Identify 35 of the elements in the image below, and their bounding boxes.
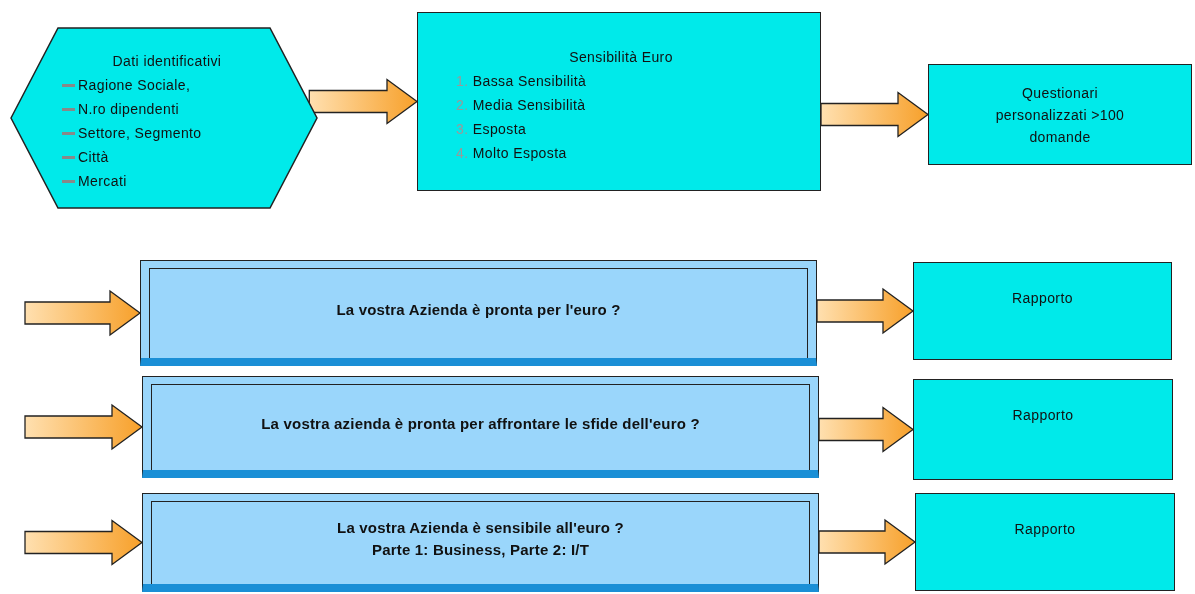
list-item: Mercati — [62, 169, 272, 193]
list-item: 4. Molto Esposta — [456, 144, 568, 163]
block-arrow — [308, 78, 419, 125]
box-text: Rapporto — [1012, 406, 1074, 425]
list-item: 1. Bassa Sensibilità — [456, 72, 588, 91]
list-item: N.ro dipendenti — [62, 97, 272, 121]
box-text: Parte 1: Business, Parte 2: I/T — [371, 540, 590, 560]
box-text: Questionari personalizzati >100 domande — [994, 83, 1126, 147]
box-text: Rapporto — [1014, 520, 1076, 539]
box-text: Rapporto — [1012, 289, 1073, 308]
heading-text: Sensibilità Euro — [568, 48, 674, 67]
list-item: Settore, Segmento — [62, 121, 272, 145]
list-item: Città — [62, 145, 272, 169]
block-arrow — [818, 406, 915, 453]
list-item: 2. Media Sensibilità — [456, 96, 587, 115]
process-box — [915, 493, 1175, 591]
bevel-box — [142, 376, 819, 478]
box-text: La vostra Azienda è sensibile all'euro ? — [337, 518, 624, 538]
heading-text: Dati identificativi — [111, 52, 223, 71]
list-item: Ragione Sociale, — [62, 73, 272, 97]
list-item: 3. Esposta — [456, 120, 528, 139]
box-text: La vostra Azienda è pronta per l'euro ? — [336, 299, 621, 320]
process-box — [913, 379, 1173, 480]
bevel-box — [140, 260, 817, 366]
process-box — [417, 12, 821, 191]
block-arrow — [24, 403, 144, 451]
block-arrow — [820, 91, 930, 138]
bevel-box — [142, 493, 819, 592]
process-box — [913, 262, 1172, 360]
block-arrow — [818, 518, 917, 566]
box-text: La vostra azienda è pronta per affrontare le sfide dell'euro ? — [261, 413, 700, 434]
block-arrow — [24, 289, 142, 337]
process-box — [928, 64, 1192, 165]
block-arrow — [816, 287, 915, 335]
block-arrow — [24, 519, 144, 566]
